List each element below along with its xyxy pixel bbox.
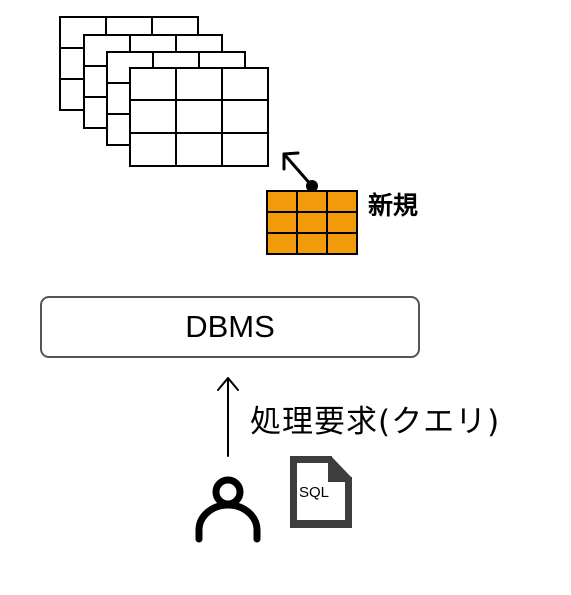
request-arrow <box>217 377 239 457</box>
table-layer-4 <box>129 67 269 167</box>
dbms-box: DBMS <box>40 296 420 358</box>
arrow-origin-dot <box>306 180 318 192</box>
user-icon <box>195 476 261 543</box>
new-table-label: 新規 <box>368 191 419 220</box>
sql-document-icon <box>290 456 352 528</box>
query-request-label: 処理要求(クエリ) <box>250 404 501 440</box>
new-table-icon <box>266 190 358 255</box>
sql-file-label: SQL <box>299 484 330 501</box>
stacked-tables-icon <box>59 16 269 167</box>
dbms-label: DBMS <box>185 309 275 344</box>
insert-arrow <box>282 151 314 188</box>
